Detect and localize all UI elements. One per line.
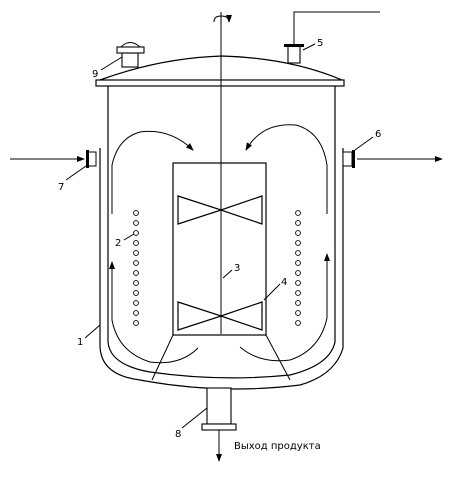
hatch-neck xyxy=(121,52,139,68)
label-5: 5 xyxy=(317,38,323,49)
outlet-flange xyxy=(201,423,237,431)
leader-8 xyxy=(181,407,208,429)
inlet-flange xyxy=(284,44,304,47)
leader-4 xyxy=(263,283,281,301)
outlet-caption: Выход продукта xyxy=(234,441,321,452)
label-1: 1 xyxy=(77,337,83,348)
jacket-outlet-nozzle xyxy=(342,151,353,167)
draft-tube xyxy=(172,162,267,336)
impeller-top xyxy=(177,195,263,225)
label-8: 8 xyxy=(175,429,181,440)
outlet-nozzle xyxy=(206,387,232,425)
flow-right-upper xyxy=(245,124,328,214)
label-7: 7 xyxy=(58,182,64,193)
jacket-outlet-flange xyxy=(352,150,355,168)
leader-5 xyxy=(302,43,316,51)
leader-1 xyxy=(84,324,101,339)
jacket-inlet-flange xyxy=(86,150,89,168)
impeller-bottom xyxy=(177,301,263,331)
label-9: 9 xyxy=(92,69,98,80)
label-3: 3 xyxy=(234,263,240,274)
tube-leg-left xyxy=(151,334,174,381)
flow-right-lower xyxy=(239,270,328,362)
leader-7 xyxy=(65,165,87,181)
leader-2 xyxy=(123,233,135,241)
leader-9 xyxy=(100,56,123,71)
lid-dome xyxy=(99,55,343,81)
leader-3 xyxy=(222,269,233,279)
rotation-icon xyxy=(213,14,232,23)
flow-left-upper xyxy=(111,130,194,214)
label-6: 6 xyxy=(375,129,381,140)
coil-left xyxy=(133,210,139,326)
label-4: 4 xyxy=(281,277,287,288)
flow-left-lower xyxy=(111,270,199,364)
jacket-inlet-nozzle xyxy=(87,151,97,167)
coil-right xyxy=(295,210,301,326)
tube-leg-right xyxy=(265,334,291,381)
vessel-shell xyxy=(107,86,336,379)
leader-6 xyxy=(354,136,374,151)
hatch-dome xyxy=(120,42,141,48)
label-2: 2 xyxy=(115,238,121,249)
top-flange xyxy=(95,79,345,87)
inlet-nozzle xyxy=(287,45,301,64)
inlet-pipe xyxy=(293,11,380,44)
hatch-cap xyxy=(116,46,145,54)
